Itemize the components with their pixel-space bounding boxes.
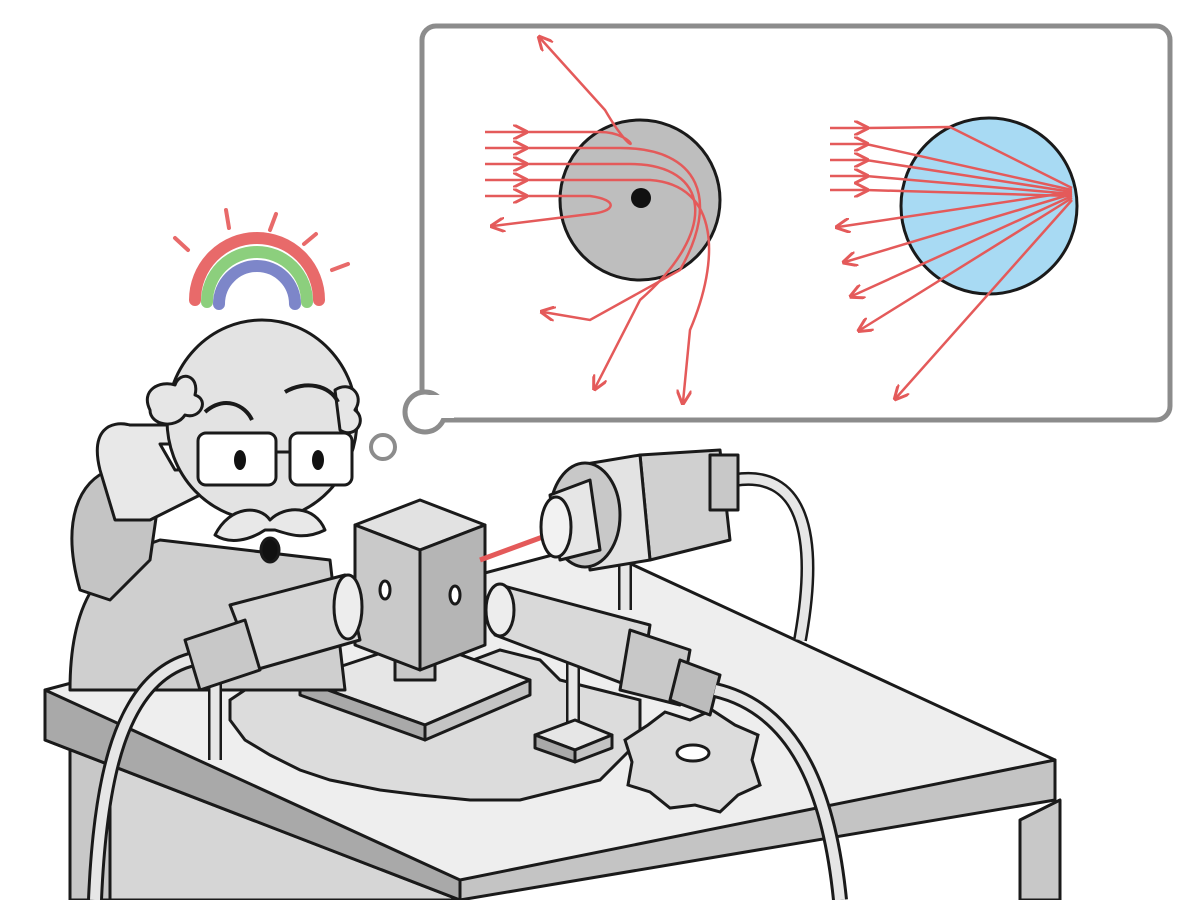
- plum-pudding-atom-icon: [830, 116, 1079, 398]
- particle-beam: [479, 532, 549, 563]
- detector-left: [87, 573, 364, 900]
- ray-group-left: [485, 38, 711, 402]
- nuclear-atom-icon: [485, 38, 722, 402]
- gear-small-icon: [623, 708, 762, 814]
- ray-group-right: [830, 127, 1073, 398]
- target-box: [298, 498, 532, 742]
- particle-source-gun: [539, 448, 815, 642]
- rainbow-icon: [173, 208, 350, 310]
- scientist-icon: [68, 318, 362, 692]
- detector-right: [484, 582, 848, 900]
